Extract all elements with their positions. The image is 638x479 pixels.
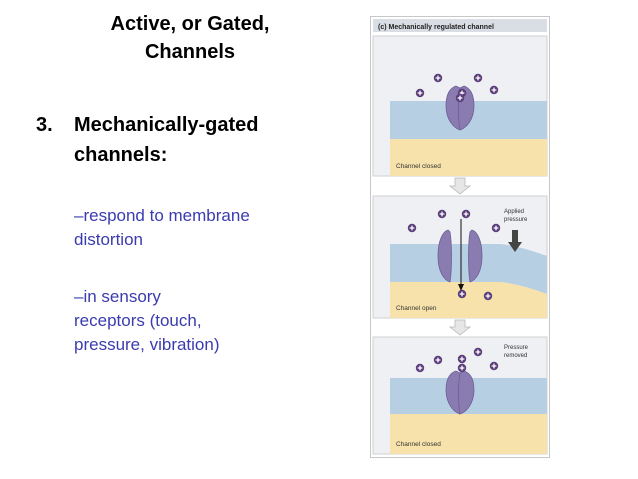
ion-icon	[457, 354, 467, 364]
title-line-2: Channels	[144, 41, 236, 63]
slide-title: Active, or Gated, Channels	[60, 10, 320, 66]
down-arrow-icon	[448, 319, 472, 336]
ion-icon	[407, 223, 417, 233]
panel-open: Applied pressure Channel open	[372, 195, 548, 319]
ion-icon	[433, 355, 443, 365]
ion-icon	[437, 209, 447, 219]
bullet-2-line-2: receptors (touch,	[74, 311, 202, 330]
panel-1-state: Channel closed	[396, 163, 441, 170]
ion-icon	[473, 73, 483, 83]
ion-icon	[415, 363, 425, 373]
ion-icon	[433, 73, 443, 83]
ion-icon	[455, 93, 465, 103]
panel-3-annotation-2: removed	[504, 353, 527, 359]
bullet-membrane-distortion: –respond to membrane distortion	[74, 204, 344, 252]
pressure-arrow-icon	[508, 230, 522, 252]
panel-3-state: Channel closed	[396, 441, 441, 448]
ion-icon	[491, 223, 501, 233]
ion-icon	[489, 361, 499, 371]
bullet-2-line-1: –in sensory	[74, 287, 161, 306]
ion-icon	[461, 209, 471, 219]
bullet-sensory-receptors: –in sensory receptors (touch, pressure, …	[74, 285, 344, 357]
down-arrow-icon	[448, 177, 472, 195]
panel-closed-2: Pressure removed Channel closed	[372, 336, 548, 455]
title-line-1: Active, or Gated,	[110, 13, 270, 35]
ion-icon	[457, 363, 467, 373]
panel-closed-1: Channel closed	[372, 35, 548, 177]
bullet-1-line-2: distortion	[74, 230, 143, 249]
point-text: Mechanically-gated channels:	[74, 110, 354, 170]
panel-2-state: Channel open	[396, 305, 437, 312]
ion-icon	[473, 347, 483, 357]
panel-2-annotation-2: pressure	[504, 217, 528, 223]
point-line-2: channels:	[74, 144, 168, 166]
panel-2-annotation-1: Applied	[504, 209, 524, 215]
point-number: 3.	[36, 114, 53, 136]
point-line-1: Mechanically-gated	[74, 114, 259, 136]
ion-icon	[489, 85, 499, 95]
bullet-1-line-1: –respond to membrane	[74, 206, 250, 225]
figure-caption: (c) Mechanically regulated channel	[378, 24, 494, 31]
ion-icon	[415, 88, 425, 98]
bullet-2-line-3: pressure, vibration)	[74, 335, 220, 354]
mechanical-channel-figure: (c) Mechanically regulated channel Chann…	[370, 16, 550, 458]
ion-icon	[483, 291, 493, 301]
panel-3-annotation-1: Pressure	[504, 345, 529, 351]
ion-icon	[457, 289, 467, 299]
